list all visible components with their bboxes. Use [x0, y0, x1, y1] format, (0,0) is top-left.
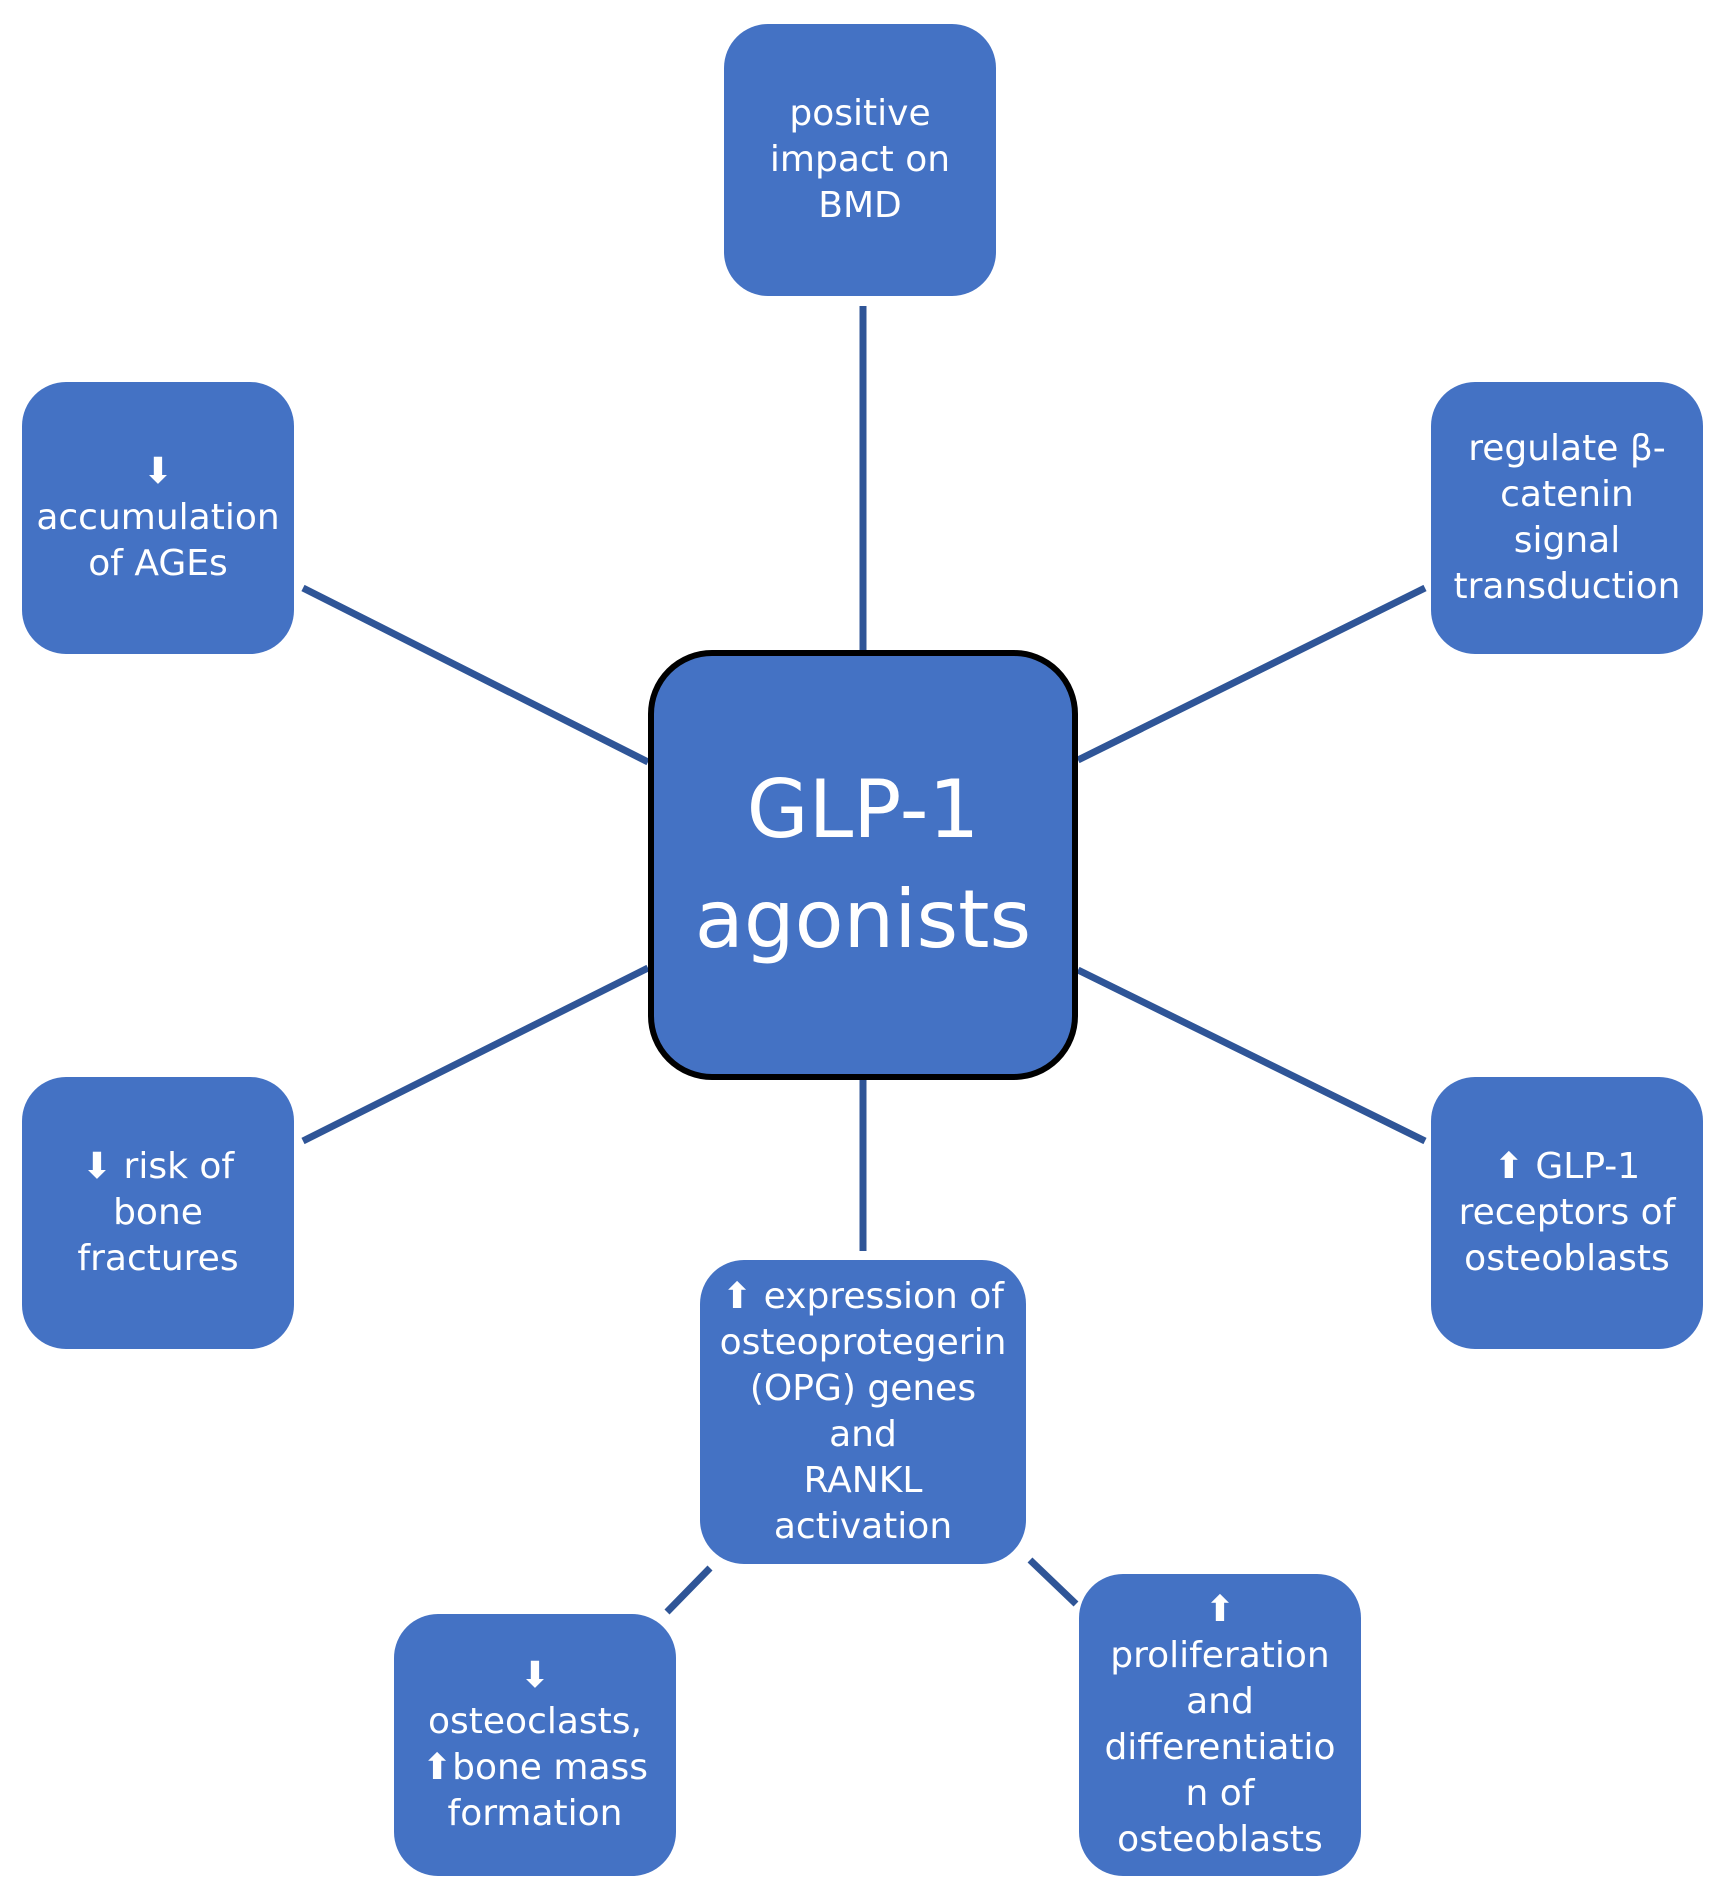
node-bmd-impact: positive impact on BMD — [724, 24, 996, 296]
connector-opg-osteo — [664, 1565, 713, 1615]
node-fracture-risk-label: ⬇ risk of bone fractures — [77, 1146, 239, 1279]
node-osteoclasts: ⬇ osteoclasts, ⬆bone mass formation — [394, 1614, 676, 1876]
connector-center-fracture — [301, 964, 650, 1145]
connector-center-catenin — [1076, 584, 1427, 764]
node-glp1-agonists: GLP-1 agonists — [648, 650, 1078, 1080]
node-beta-catenin: regulate β- catenin signal transduction — [1431, 382, 1703, 654]
node-beta-catenin-label: regulate β- catenin signal transduction — [1453, 428, 1681, 607]
node-opg-expression: ⬆ expression of osteoprotegerin (OPG) ge… — [700, 1260, 1026, 1564]
node-osteoclasts-label: ⬇ osteoclasts, ⬆bone mass formation — [421, 1655, 649, 1834]
node-glp1-receptors: ⬆ GLP-1 receptors of osteoblasts — [1431, 1077, 1703, 1349]
node-ages-accumulation: ⬇ accumulation of AGEs — [22, 382, 294, 654]
node-osteoblast-proliferation-label: ⬆ proliferation and differentiatio n of … — [1104, 1589, 1336, 1860]
connector-center-ages — [301, 584, 650, 766]
node-glp1-agonists-label: GLP-1 agonists — [694, 763, 1032, 966]
node-ages-accumulation-label: ⬇ accumulation of AGEs — [36, 451, 280, 584]
node-fracture-risk: ⬇ risk of bone fractures — [22, 1077, 294, 1349]
node-glp1-receptors-label: ⬆ GLP-1 receptors of osteoblasts — [1458, 1146, 1676, 1279]
node-osteoblast-proliferation: ⬆ proliferation and differentiatio n of … — [1079, 1574, 1361, 1876]
connector-opg-prolif — [1027, 1557, 1079, 1607]
node-opg-expression-label: ⬆ expression of osteoprotegerin (OPG) ge… — [719, 1276, 1007, 1547]
node-bmd-impact-label: positive impact on BMD — [769, 93, 951, 226]
connector-center-receptor — [1076, 966, 1427, 1145]
